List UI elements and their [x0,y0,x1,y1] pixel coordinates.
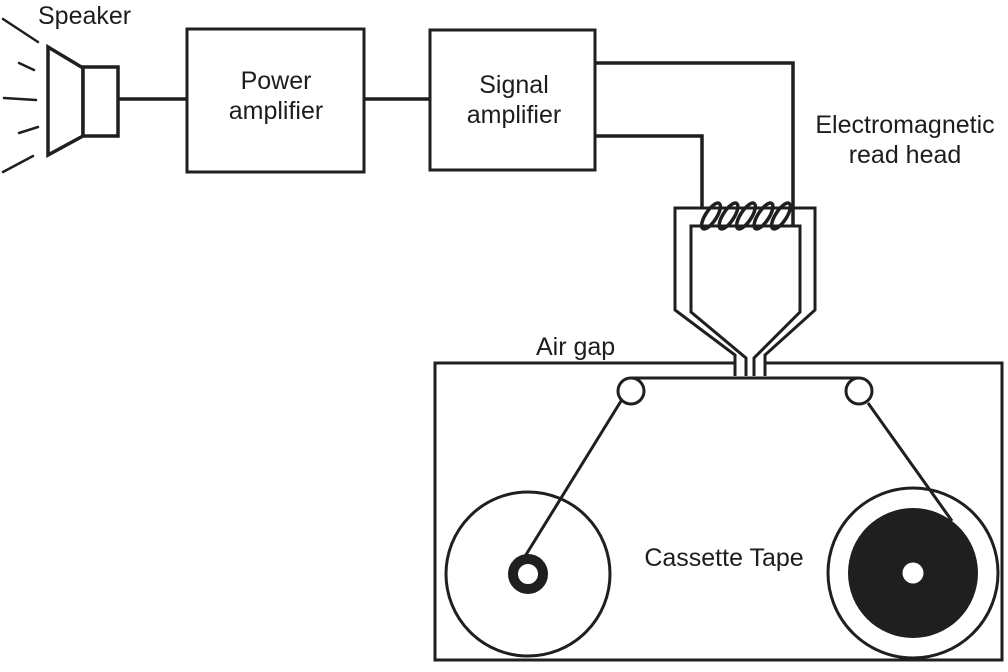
right-guide-roller [844,376,874,406]
left-reel-hub [508,554,548,594]
signal-amplifier-box [428,28,597,172]
tape-right-segment [866,402,954,522]
power-amplifier-box [185,27,366,174]
signal-amplifier-label-line2: amplifier [467,101,561,129]
sound-rays-icon [1,17,40,174]
wire-signal-amp-to-coil-bottom [595,134,704,208]
sound-ray [17,61,36,72]
coil-loop [734,201,758,231]
coil-loop [699,201,723,231]
read-head-body [675,208,815,376]
coil-loop [752,201,775,231]
coil-loop [769,201,793,231]
signal-amplifier-label-line1: Signal [479,71,549,99]
left-guide-roller [616,376,646,406]
coil-winding-icon [699,201,793,231]
read-head-label-line1: Electromagnetic [815,111,994,139]
read-head-label-line2: read head [849,141,962,169]
sound-ray [17,125,40,135]
right-reel-hub-hole [902,562,924,584]
sound-ray [1,17,40,44]
power-amplifier-label-line2: amplifier [229,97,323,125]
tape-left-segment [522,400,623,559]
speaker-driver [81,65,120,138]
coil-loop [717,201,740,231]
air-gap-label: Air gap [536,333,615,361]
sound-ray [1,154,35,174]
speaker-cone [46,43,85,158]
wire-signal-amp-to-coil-top [595,61,795,226]
speaker-icon [46,43,120,158]
sound-ray [2,96,38,102]
power-amplifier-label-line1: Power [241,67,312,95]
cassette-tape-label: Cassette Tape [644,544,803,572]
speaker-label: Speaker [38,2,131,30]
